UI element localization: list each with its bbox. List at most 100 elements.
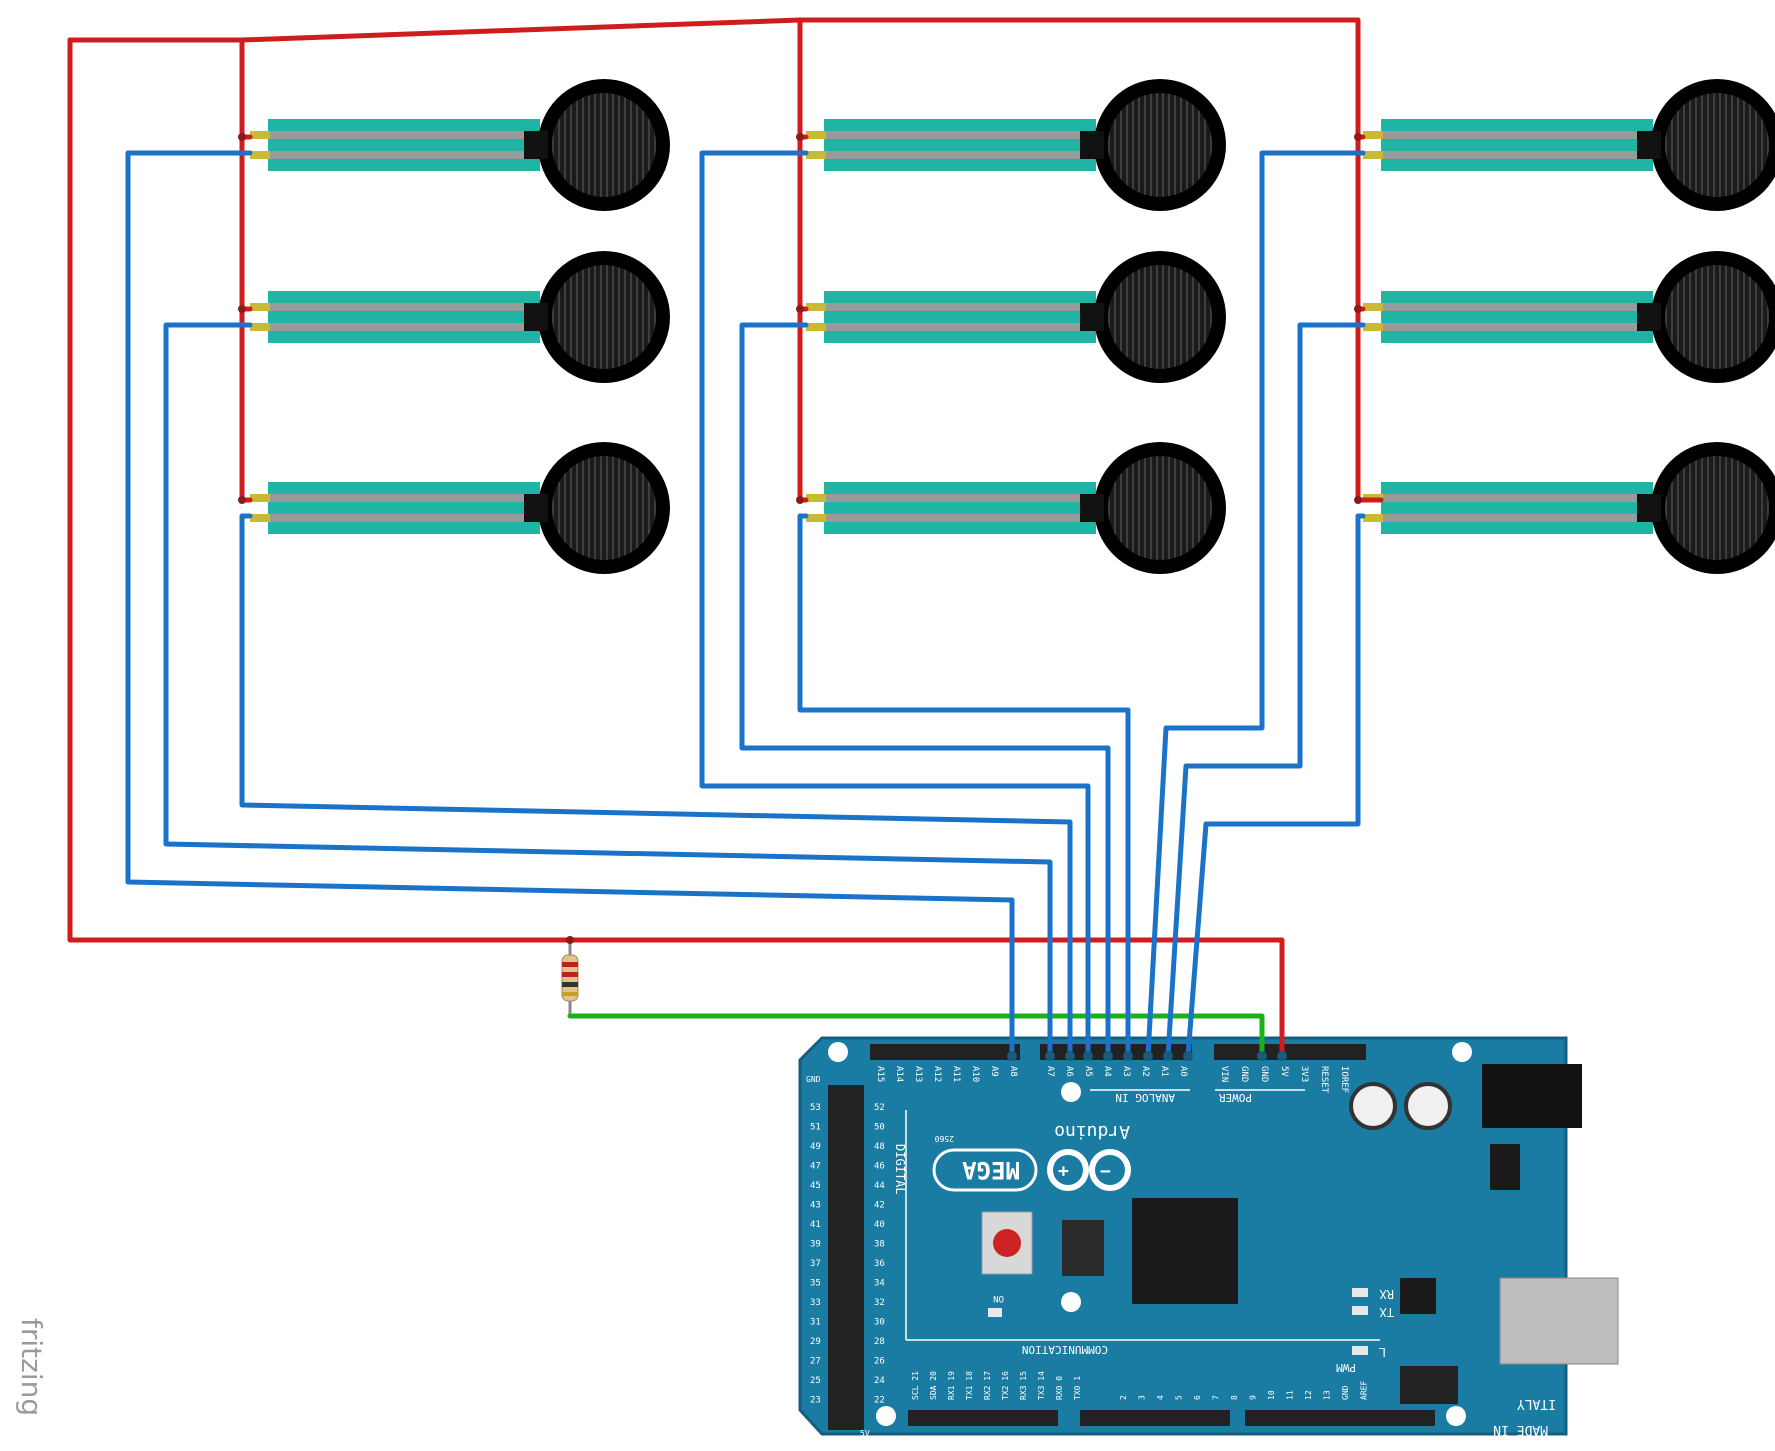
microcontroller-chip xyxy=(1132,1198,1238,1304)
edge-5v-label: 5V xyxy=(860,1429,870,1438)
comm-pin-label: TX1 18 xyxy=(965,1371,974,1400)
arduino-logo: Arduino − + MEGA 2560 xyxy=(932,1121,1131,1192)
digital-pin-label: 44 xyxy=(874,1181,885,1191)
power-wire xyxy=(67,37,1285,1059)
signal-wire xyxy=(125,150,1015,1059)
header-comm xyxy=(908,1410,1058,1426)
power-jack xyxy=(1482,1064,1582,1128)
l-led xyxy=(1352,1346,1368,1355)
header-digital xyxy=(828,1085,864,1430)
pwm-pin-label: 5 xyxy=(1175,1395,1184,1400)
wire-junction xyxy=(238,496,246,504)
pwm-pin-label: 3 xyxy=(1138,1395,1147,1400)
digital-pin-label: 42 xyxy=(874,1201,885,1211)
comm-pin-label: SDA 20 xyxy=(929,1371,938,1400)
reset-button-cap xyxy=(993,1229,1021,1257)
pwm-pin-label: 13 xyxy=(1323,1390,1332,1400)
wire-junction xyxy=(1354,496,1362,504)
digital-pin-label: 50 xyxy=(874,1123,885,1133)
analog-pin-label: A0 xyxy=(1178,1066,1188,1077)
pwm-pin-label: AREF xyxy=(1360,1381,1369,1400)
model-tag-label: 2560 xyxy=(935,1134,954,1143)
signal-wire xyxy=(1145,150,1366,1059)
power-pin-label: VIN xyxy=(1219,1066,1229,1082)
capacitor xyxy=(1404,1082,1452,1130)
header-pin xyxy=(1065,1051,1075,1061)
digital-pin-label: 45 xyxy=(810,1181,821,1191)
digital-pin-label: 38 xyxy=(874,1240,885,1250)
header-pwm-high xyxy=(1245,1410,1435,1426)
header-pin xyxy=(1257,1051,1267,1061)
pwm-pin-label: 10 xyxy=(1267,1390,1276,1400)
digital-pin-label: 22 xyxy=(874,1396,885,1406)
infinity-icon xyxy=(1047,1149,1131,1191)
usb-chip xyxy=(1400,1278,1436,1314)
edge-gnd-label: GND xyxy=(806,1075,821,1084)
header-pin xyxy=(1083,1051,1093,1061)
pwm-pin-label: 8 xyxy=(1230,1395,1239,1400)
digital-label: DIGITAL xyxy=(893,1144,907,1195)
analog-pin-label: A2 xyxy=(1140,1066,1150,1077)
wire-junction xyxy=(1354,305,1362,313)
analog-pin-label: A12 xyxy=(932,1066,942,1082)
pwm-label: PWM xyxy=(1336,1361,1356,1374)
fsr-sensor xyxy=(1363,442,1775,574)
model-label: MEGA xyxy=(962,1156,1020,1184)
digital-pin-label: 39 xyxy=(810,1240,821,1250)
analog-pin-label: A1 xyxy=(1159,1066,1169,1077)
digital-pin-label: 25 xyxy=(810,1376,821,1386)
digital-pin-label: 23 xyxy=(810,1396,821,1406)
digital-pin-label: 40 xyxy=(874,1220,885,1230)
wire-junction xyxy=(238,133,246,141)
fsr-sensor xyxy=(1363,79,1775,211)
digital-pin-label: 30 xyxy=(874,1318,885,1328)
power-wire xyxy=(239,37,253,503)
wire-junction xyxy=(1354,133,1362,141)
header-pin xyxy=(1183,1051,1193,1061)
power-pin-label: 3V3 xyxy=(1299,1066,1309,1082)
power-pin-label: GND xyxy=(1259,1066,1269,1082)
digital-pin-label: 31 xyxy=(810,1318,821,1328)
header-pin xyxy=(1163,1051,1173,1061)
signal-wire xyxy=(1165,322,1366,1059)
digital-pin-label: 36 xyxy=(874,1259,885,1269)
resistor xyxy=(561,940,579,1016)
header-power xyxy=(1214,1044,1366,1060)
digital-pin-label: 53 xyxy=(810,1103,821,1113)
digital-pin-label: 34 xyxy=(874,1279,885,1289)
pwm-pin-label: 2 xyxy=(1119,1395,1128,1400)
l-label: L xyxy=(1379,1345,1386,1359)
header-pin xyxy=(1045,1051,1055,1061)
fritzing-watermark: fritzing xyxy=(15,1318,48,1416)
comm-pin-label: TX3 14 xyxy=(1037,1371,1046,1400)
comm-pin-label: TX0 1 xyxy=(1073,1376,1082,1400)
header-pin xyxy=(1277,1051,1287,1061)
wire-junction xyxy=(566,936,574,944)
digital-pin-label: 51 xyxy=(810,1123,821,1133)
country-label: ITALY xyxy=(1517,1396,1556,1411)
analog-pin-label: A4 xyxy=(1102,1066,1112,1077)
comm-pin-label: TX2 16 xyxy=(1001,1371,1010,1400)
power-pin-label: GND xyxy=(1239,1066,1249,1082)
analog-pin-label: A5 xyxy=(1083,1066,1093,1077)
fsr-sensor xyxy=(806,79,1226,211)
brand-label: Arduino xyxy=(1054,1121,1130,1142)
power-pin-label: RESET xyxy=(1319,1066,1329,1094)
analog-pin-label: A7 xyxy=(1045,1066,1055,1077)
analog-pin-label: A9 xyxy=(989,1066,999,1077)
plus-icon: + xyxy=(1058,1161,1069,1182)
mega-badge xyxy=(932,1148,1038,1192)
pwm-pin-label: 7 xyxy=(1212,1395,1221,1400)
signal-wire xyxy=(239,513,1073,1059)
power-wire xyxy=(797,17,809,503)
wire-junction xyxy=(796,305,804,313)
analog-pin-label: A11 xyxy=(951,1066,961,1082)
signal-wire xyxy=(163,322,1053,1059)
comm-pin-label: RX3 15 xyxy=(1019,1371,1028,1400)
header-pin xyxy=(1103,1051,1113,1061)
capacitor xyxy=(1349,1082,1397,1130)
analog-pin-label: A14 xyxy=(894,1066,904,1082)
pwm-pin-label: 9 xyxy=(1249,1395,1258,1400)
digital-pin-label: 49 xyxy=(810,1142,821,1152)
